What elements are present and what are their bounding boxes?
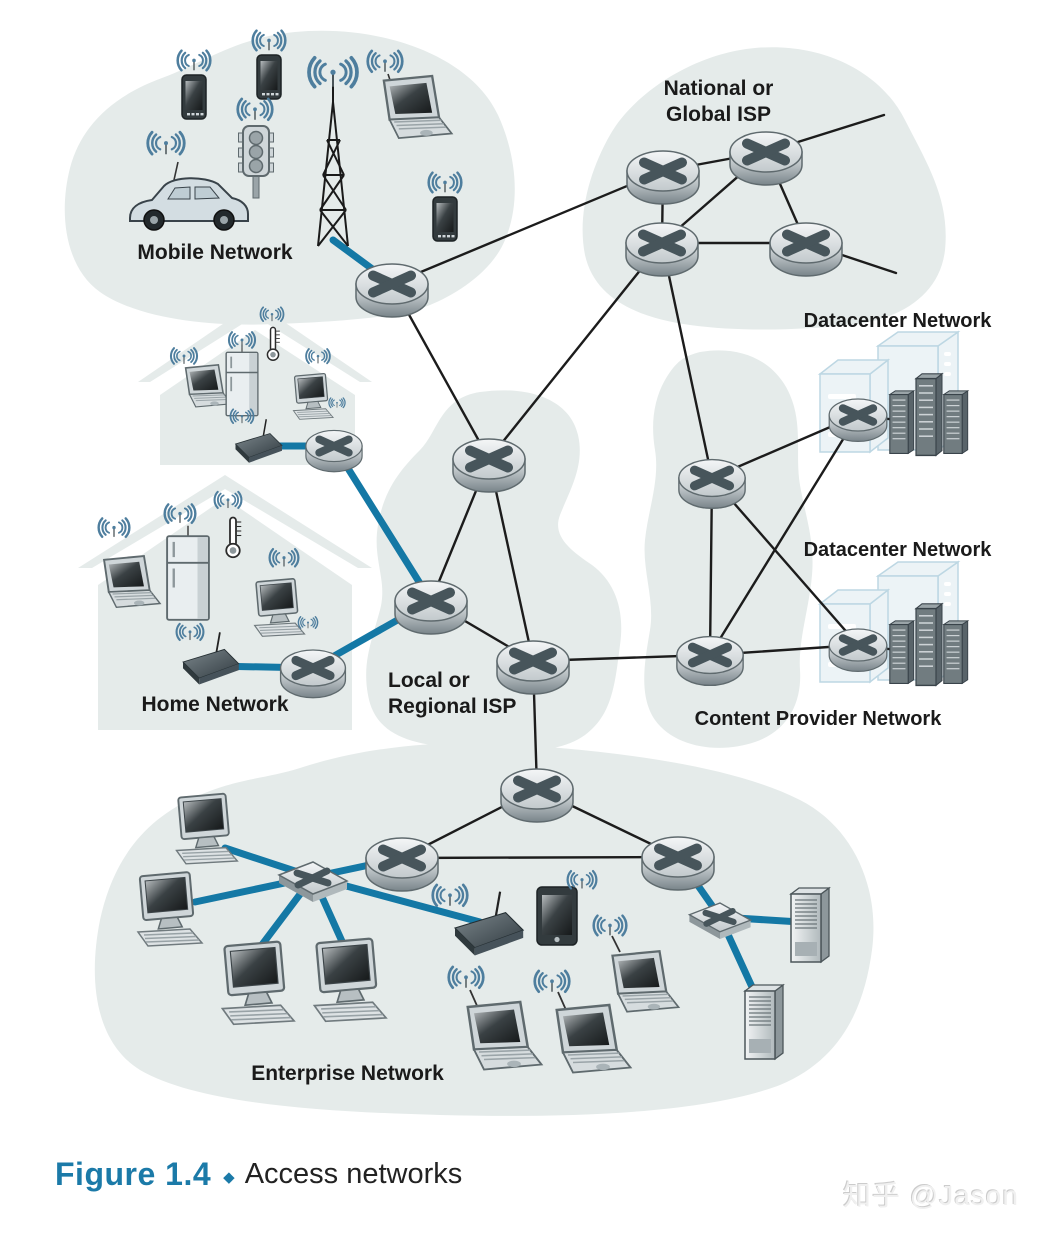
router-content-top [679, 460, 745, 509]
laptop-icon [555, 991, 632, 1074]
server-icon [744, 984, 784, 1060]
label-national-isp-line2: Global ISP [665, 103, 772, 126]
watermark: 知乎 @Jason [843, 1180, 1019, 1211]
figure-number: Figure 1.4 [55, 1156, 212, 1192]
router-datacenter-upper [829, 399, 887, 441]
router-local-top [453, 439, 525, 492]
cell-tower-icon [317, 84, 349, 247]
router-content-bottom [677, 637, 743, 686]
label-national-isp: National or Global ISP [616, 76, 821, 128]
router-datacenter-lower [829, 629, 887, 671]
label-datacenter-lower: Datacenter Network [803, 539, 992, 561]
laptop-icon [466, 989, 543, 1071]
router-national-b [730, 132, 802, 185]
refrigerator-icon [165, 524, 211, 621]
smartphone-icon [181, 74, 207, 120]
tablet-icon [536, 886, 578, 946]
label-local-isp-line2: Regional ISP [388, 695, 517, 718]
label-enterprise-network: Enterprise Network [251, 1062, 444, 1085]
router-national-a [627, 151, 699, 204]
router-enterprise-left [366, 838, 438, 891]
router-national-c [626, 223, 698, 276]
label-datacenter-upper: Datacenter Network [803, 310, 992, 332]
wifi-icon [97, 517, 131, 538]
label-content-provider: Content Provider Network [694, 708, 942, 730]
router-home-lower [281, 650, 346, 698]
server-icon [790, 887, 830, 963]
label-home-network: Home Network [141, 693, 289, 716]
label-national-isp-line1: National or [663, 77, 774, 100]
smartphone-icon [256, 54, 282, 100]
laptop-icon [611, 935, 680, 1013]
router-enterprise-right [642, 837, 714, 890]
label-mobile-network: Mobile Network [137, 241, 293, 264]
smartphone-icon [432, 196, 458, 242]
figure-title: Access networks [244, 1158, 463, 1190]
router-national-d [770, 223, 842, 276]
mobile-network-devices [129, 29, 463, 247]
router-home-upper [306, 430, 362, 471]
router-local-left [395, 581, 467, 634]
router-enterprise-gateway [501, 769, 573, 822]
label-local-isp-line1: Local or [388, 669, 470, 692]
enterprise-devices [137, 792, 830, 1074]
label-local-isp: Local or Regional ISP [388, 668, 538, 720]
figure-caption: Figure 1.4 ◆ Access networks [55, 1156, 462, 1193]
router-mobile [356, 264, 428, 317]
mobile-network-cloud [64, 30, 515, 325]
refrigerator-icon [225, 343, 259, 417]
laptop-icon [382, 73, 453, 140]
diamond-icon: ◆ [223, 1168, 235, 1186]
car-icon [129, 161, 249, 231]
